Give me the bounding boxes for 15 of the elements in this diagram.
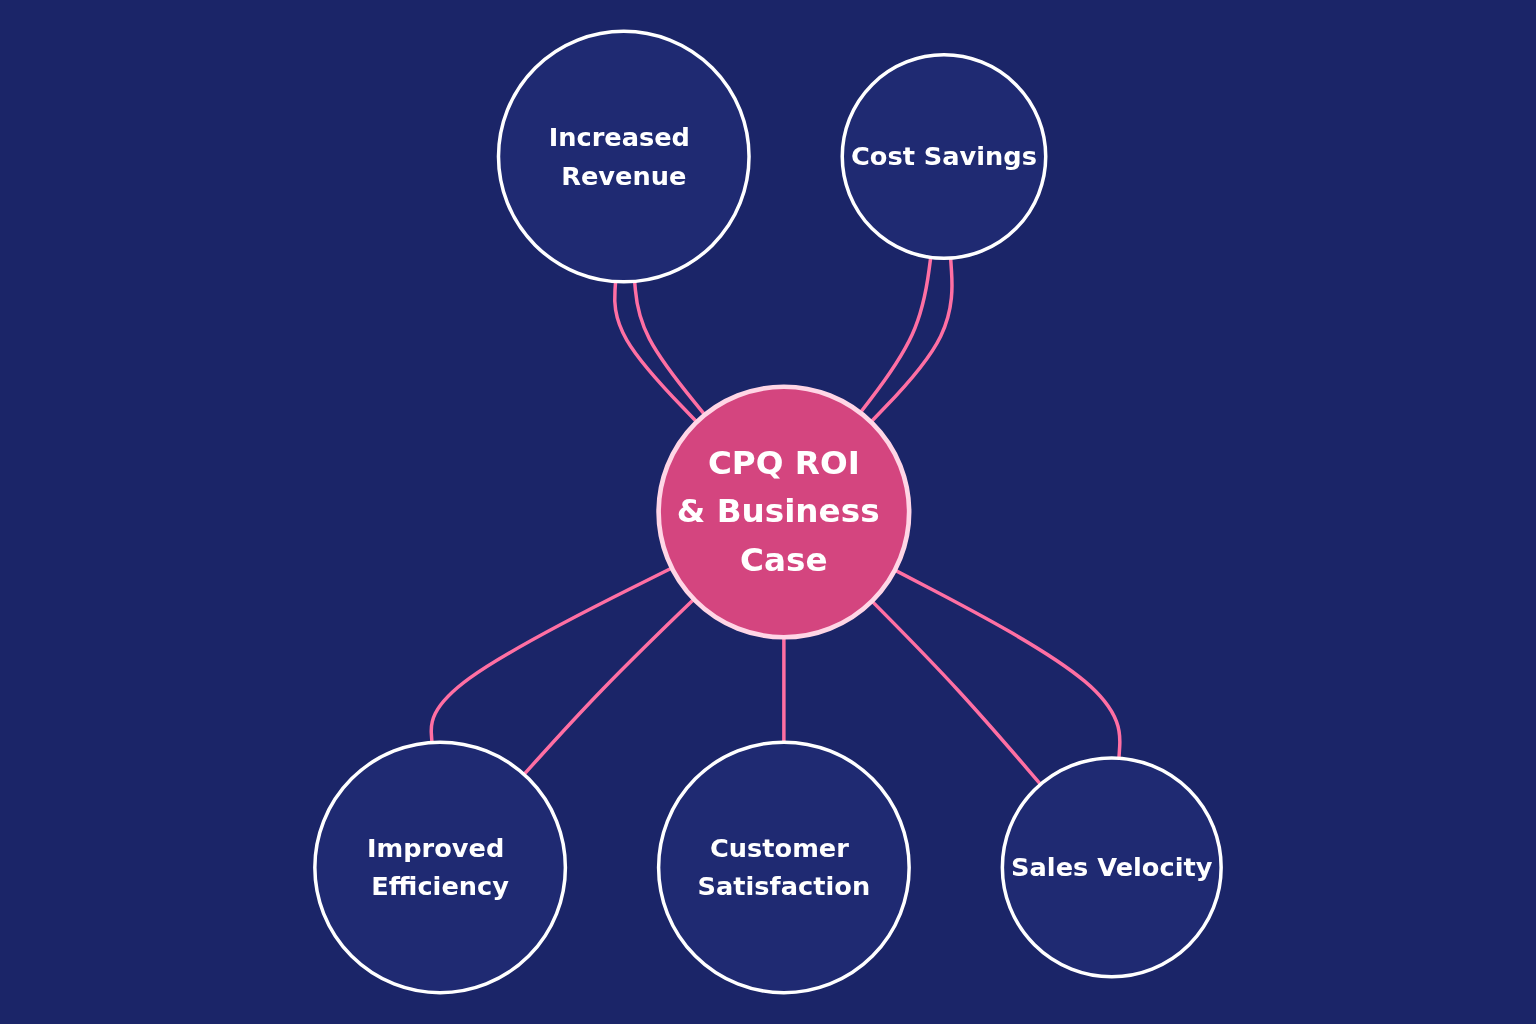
connector <box>632 281 707 416</box>
connector <box>429 566 673 743</box>
node-circle: Increased Revenue <box>496 29 751 284</box>
node-circle: Improved Efficiency <box>313 740 568 995</box>
connector <box>782 637 786 743</box>
node-circle: CPQ ROI & Business Case <box>656 384 912 640</box>
connector <box>870 599 1042 786</box>
connector <box>858 257 933 414</box>
node-circle: Customer Satisfaction <box>656 740 911 995</box>
node-circle: Cost Savings <box>840 53 1048 261</box>
connector <box>522 597 696 776</box>
node-circle: Sales Velocity <box>1000 756 1223 979</box>
connector <box>894 568 1122 759</box>
connector <box>612 281 699 424</box>
connector <box>869 258 954 424</box>
